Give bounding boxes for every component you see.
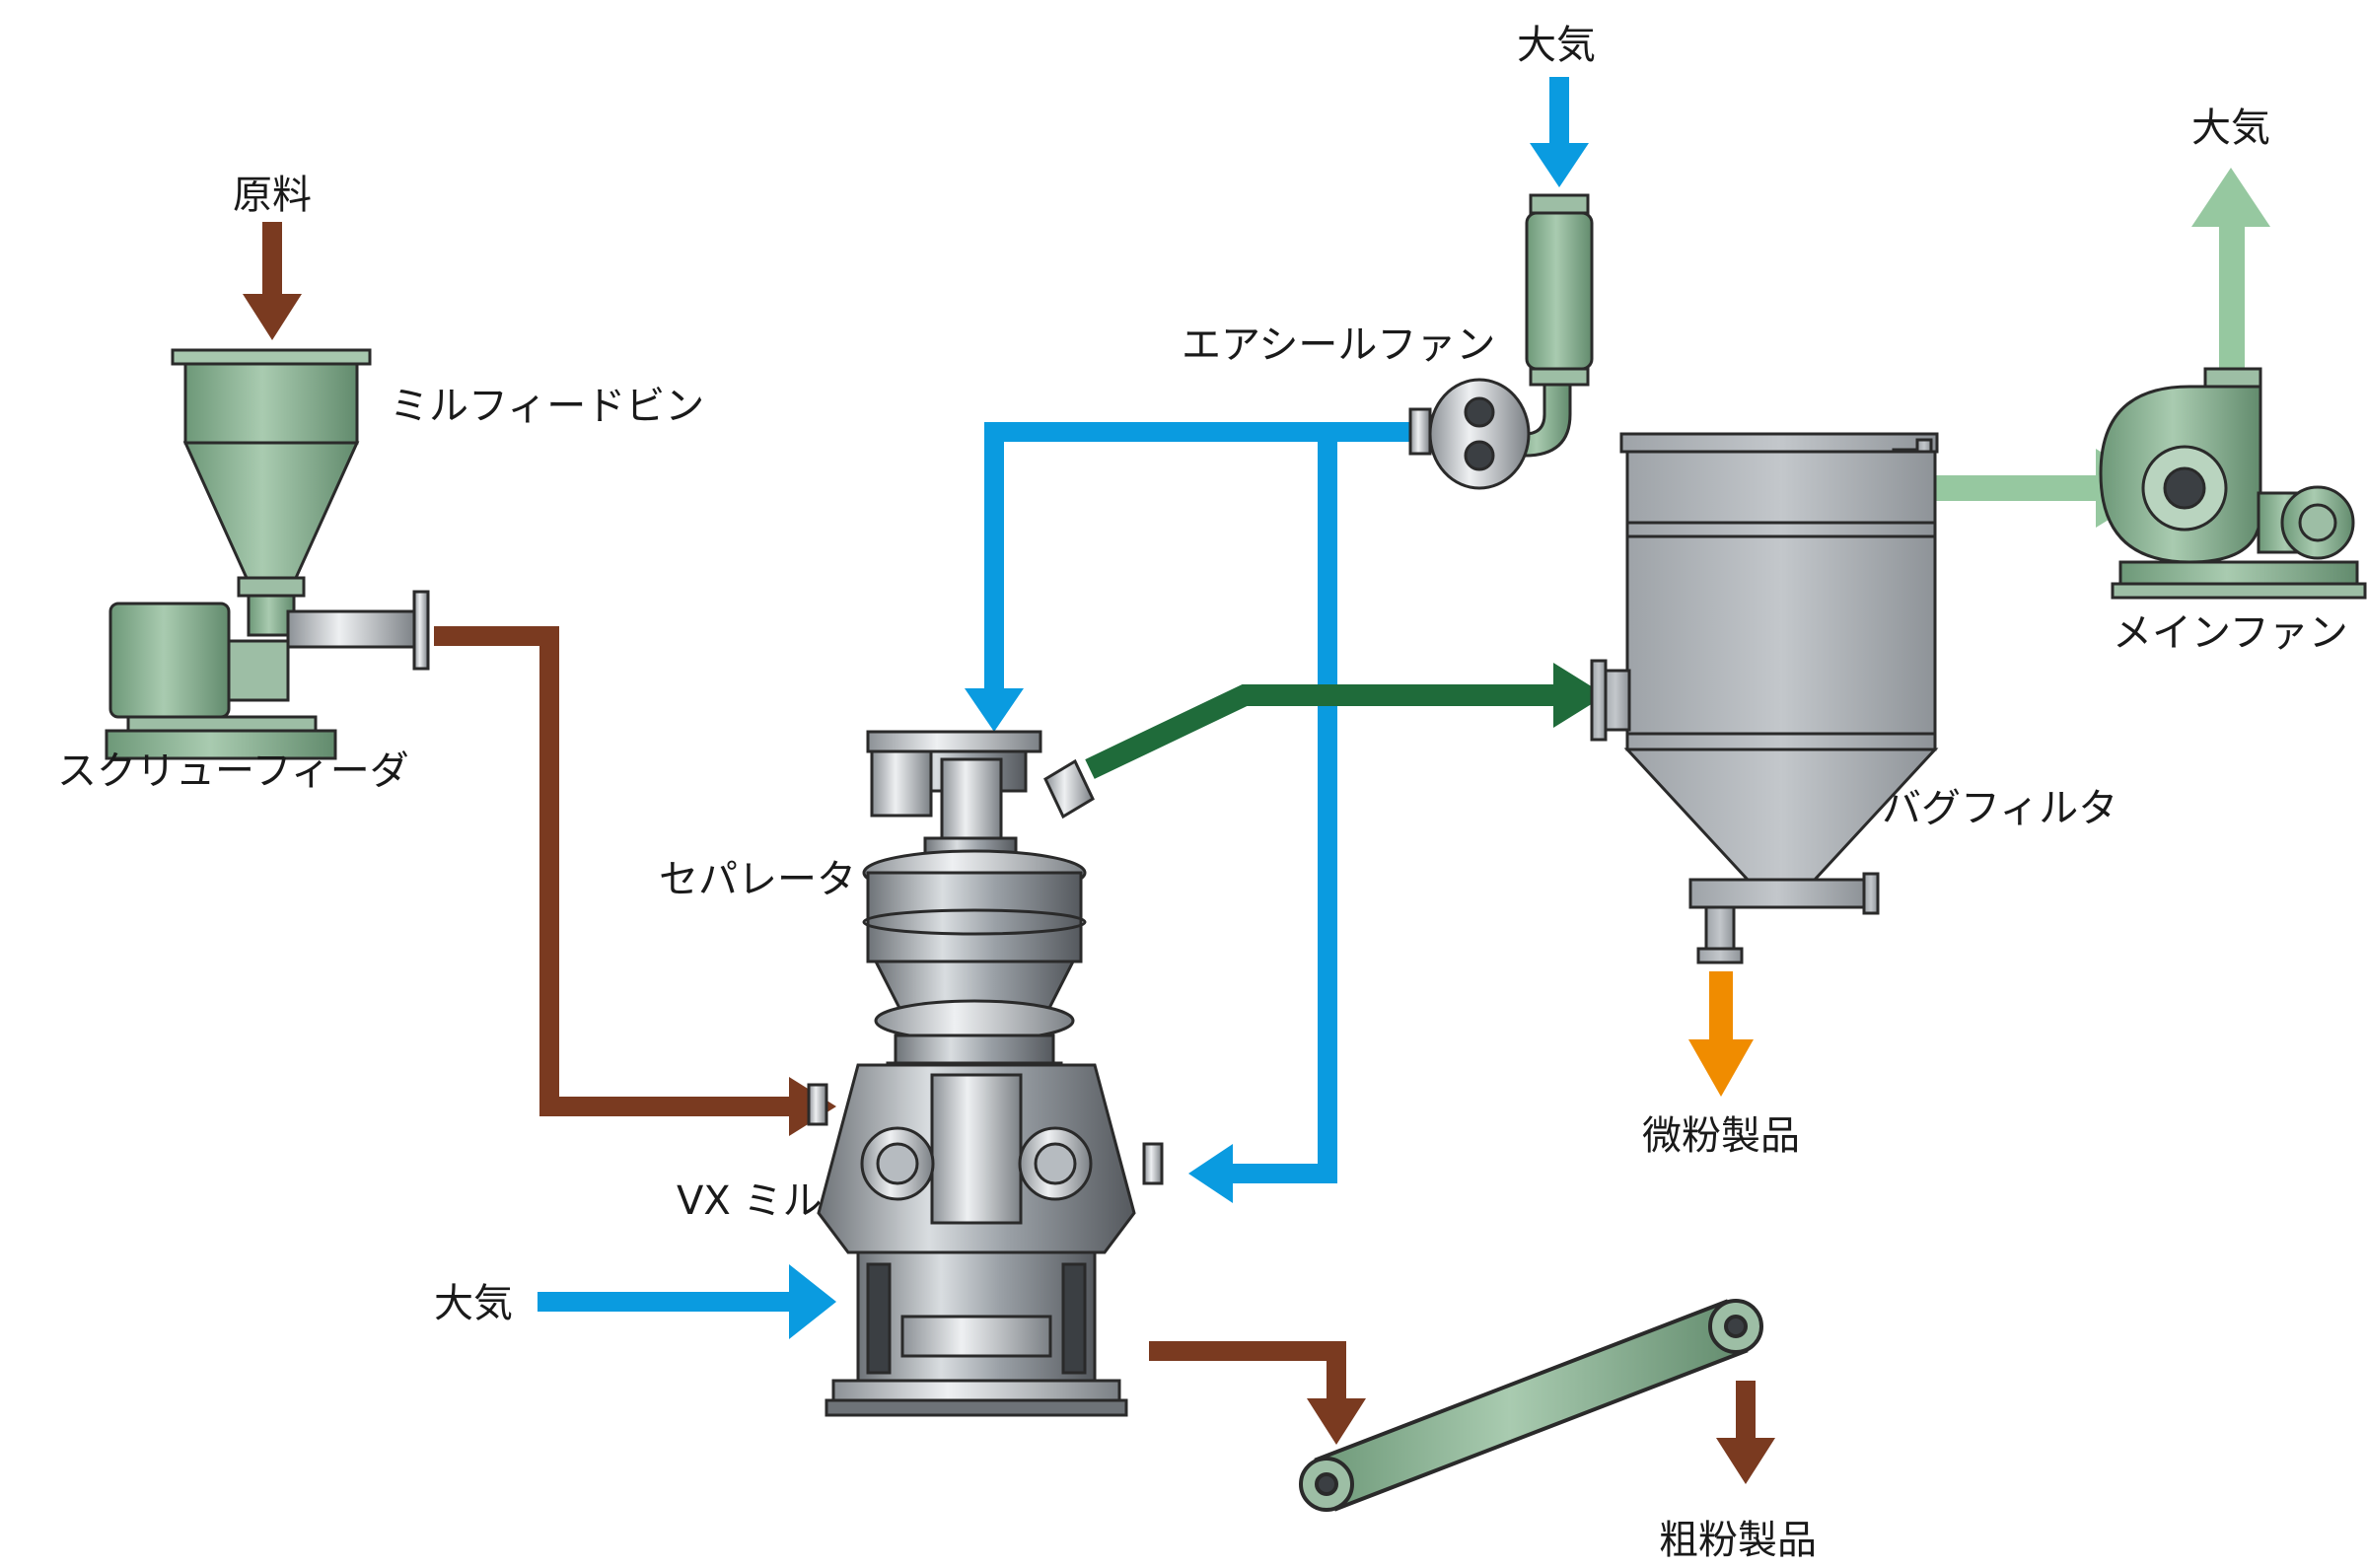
coarse-arrow-to-conveyor — [1307, 1398, 1366, 1445]
label-raw-material: 原料 — [233, 173, 312, 218]
label-mill-feed-bin: ミルフィードビン — [390, 384, 705, 429]
coarse-arrow-product — [1716, 1438, 1775, 1484]
separator — [862, 730, 1095, 1067]
label-fine-product: 微粉製品 — [1642, 1113, 1800, 1159]
exhaust-atmosphere-arrow — [2191, 168, 2270, 371]
label-screw-feeder: スクリューフィーダ — [57, 748, 409, 794]
label-atmosphere-air-seal: 大気 — [1517, 23, 1596, 68]
label-separator: セパレータ — [659, 857, 856, 902]
label-main-fan: メインファン — [2113, 610, 2348, 656]
air-seal-fan — [1408, 193, 1594, 490]
product-gas-line — [1085, 684, 1558, 779]
atmosphere-inlet-arrow — [538, 1264, 836, 1339]
product-gas-arrow-head — [1553, 663, 1606, 728]
label-bag-filter: バグフィルタ — [1882, 786, 2118, 831]
label-atmosphere-exhaust: 大気 — [2191, 106, 2270, 151]
screw-feeder — [105, 590, 430, 760]
mill-feed-bin — [171, 348, 372, 598]
air-seal-line — [984, 422, 1412, 1183]
label-vx-mill: VX ミル — [677, 1178, 823, 1224]
vx-mill — [807, 1061, 1164, 1417]
label-coarse-product: 粗粉製品 — [1659, 1518, 1817, 1563]
fine-product-arrow — [1688, 971, 1754, 1097]
air-seal-arrow-separator — [965, 688, 1024, 732]
label-atmosphere-mill: 大気 — [434, 1281, 513, 1326]
air-seal-arrow-mill — [1188, 1144, 1233, 1203]
bag-filter — [1590, 432, 1939, 964]
feed-line-to-mill — [434, 626, 794, 1116]
air-seal-atmosphere-arrow — [1530, 77, 1589, 187]
label-air-seal-fan: エアシールファン — [1182, 322, 1496, 368]
main-fan — [2099, 367, 2367, 600]
conveyor — [1299, 1299, 1763, 1512]
raw-material-arrow — [243, 222, 302, 340]
coarse-product-line — [1149, 1341, 1756, 1440]
